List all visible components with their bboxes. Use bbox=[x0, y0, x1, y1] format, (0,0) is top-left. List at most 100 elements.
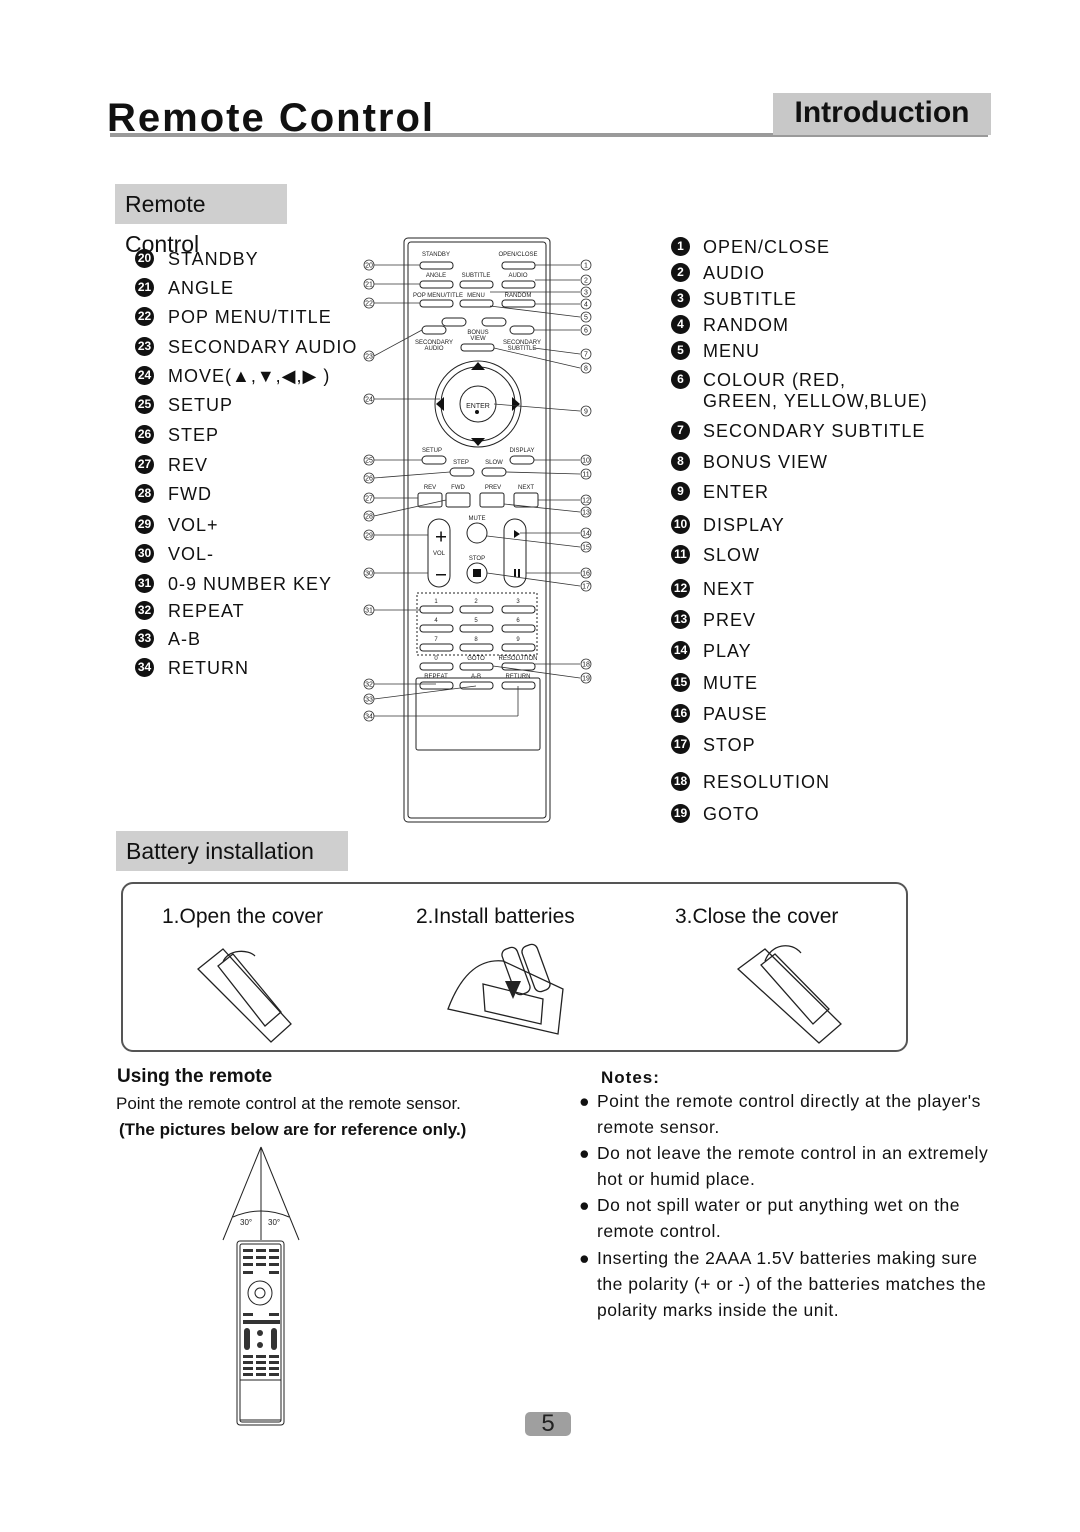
key-label: STEP bbox=[168, 425, 220, 445]
remote-label-rev: REV bbox=[424, 485, 436, 491]
key-label: OPEN/CLOSE bbox=[703, 237, 831, 257]
callout-2: 2 bbox=[584, 278, 588, 285]
key-label: A-B bbox=[168, 629, 202, 649]
key-item: 29 VOL+ bbox=[135, 515, 219, 536]
key-item: 7 SECONDARY SUBTITLE bbox=[671, 421, 925, 442]
remote-control-heading: Remote Control bbox=[115, 184, 287, 257]
key-label: VOL+ bbox=[168, 515, 219, 535]
remote-label-pop-menu: POP MENU/TITLE bbox=[413, 293, 463, 299]
callout-31: 31 bbox=[365, 608, 373, 615]
key-label: POP MENU/TITLE bbox=[168, 307, 332, 327]
note-text: Inserting the 2AAA 1.5V batteries making… bbox=[597, 1248, 987, 1320]
remote-angle-illustration: 30° 30° bbox=[222, 1146, 300, 1426]
remote-label-return: RETURN bbox=[506, 674, 531, 680]
key-label: PLAY bbox=[703, 641, 752, 661]
remote-label-ab: A-B bbox=[471, 674, 481, 680]
volume-rocker bbox=[427, 518, 451, 588]
remote-digit-1: 1 bbox=[434, 599, 438, 605]
callout-number: 29 bbox=[135, 515, 154, 534]
callout-number: 8 bbox=[671, 452, 690, 471]
remote-label-bonus: BONUS bbox=[467, 330, 488, 336]
key-label: DISPLAY bbox=[703, 515, 785, 535]
reference-note: (The pictures below are for reference on… bbox=[119, 1120, 467, 1139]
battery-step-2: 2.Install batteries bbox=[416, 905, 575, 928]
key-label: NEXT bbox=[703, 579, 756, 599]
key-label: RANDOM bbox=[703, 315, 789, 335]
remote-label-standby: STANDBY bbox=[422, 252, 450, 258]
remote-label-enter: ENTER bbox=[466, 403, 490, 410]
callout-11: 11 bbox=[582, 472, 589, 479]
battery-steps-panel: 1.Open the cover 2.Install batteries 3.C… bbox=[121, 882, 908, 1052]
remote-label-view: VIEW bbox=[470, 336, 486, 342]
remote-control-diagram: STANDBY OPEN/CLOSE ANGLE SUBTITLE AUDIO … bbox=[363, 237, 592, 823]
remote-digit-0: 0 bbox=[434, 656, 438, 662]
key-label: STANDBY bbox=[168, 249, 259, 269]
callout-21: 21 bbox=[365, 282, 373, 289]
using-remote-text: Point the remote control at the remote s… bbox=[116, 1094, 461, 1113]
callout-number: 13 bbox=[671, 610, 690, 629]
callout-10: 10 bbox=[582, 458, 590, 465]
callout-9: 9 bbox=[584, 409, 588, 416]
note-item: ●Point the remote control directly at th… bbox=[579, 1088, 999, 1140]
callout-32: 32 bbox=[365, 682, 373, 689]
callout-5: 5 bbox=[584, 315, 588, 322]
callout-17: 17 bbox=[582, 584, 590, 591]
callout-18: 18 bbox=[582, 662, 590, 669]
key-label: ANGLE bbox=[168, 278, 235, 298]
remote-label-secondary-audio-2: AUDIO bbox=[424, 346, 443, 352]
callout-6: 6 bbox=[584, 328, 588, 335]
callout-24: 24 bbox=[365, 397, 373, 404]
notes-title: Notes: bbox=[601, 1068, 660, 1087]
key-item: 10 DISPLAY bbox=[671, 515, 785, 536]
callout-number: 28 bbox=[135, 484, 154, 503]
key-label: ENTER bbox=[703, 482, 770, 502]
callout-number: 32 bbox=[135, 601, 154, 620]
open-cover-illustration bbox=[197, 948, 292, 1043]
callout-number: 17 bbox=[671, 735, 690, 754]
battery-heading: Battery installation bbox=[116, 831, 348, 871]
bullet-icon: ● bbox=[579, 1195, 591, 1215]
remote-label-goto: GOTO bbox=[467, 656, 485, 662]
remote-body-inner bbox=[407, 241, 547, 819]
key-label: 0-9 NUMBER KEY bbox=[168, 574, 333, 594]
remote-digit-5: 5 bbox=[474, 618, 478, 624]
remote-label-subtitle: SUBTITLE bbox=[462, 273, 491, 279]
key-label: SECONDARY SUBTITLE bbox=[703, 421, 926, 441]
callout-3: 3 bbox=[584, 290, 588, 297]
remote-digit-6: 6 bbox=[516, 618, 520, 624]
callout-number: 6 bbox=[671, 370, 690, 389]
callout-number: 10 bbox=[671, 515, 690, 534]
callout-number: 33 bbox=[135, 629, 154, 648]
close-cover-illustration bbox=[736, 945, 842, 1044]
callout-number: 14 bbox=[671, 641, 690, 660]
remote-label-random: RANDOM bbox=[505, 293, 532, 299]
remote-body bbox=[403, 237, 551, 823]
callout-33: 33 bbox=[365, 697, 373, 704]
callout-16: 16 bbox=[582, 571, 590, 578]
remote-label-stop: STOP bbox=[469, 556, 485, 562]
bullet-icon: ● bbox=[579, 1248, 591, 1268]
key-label: SETUP bbox=[168, 395, 234, 415]
callout-number: 25 bbox=[135, 395, 154, 414]
note-item: ●Do not spill water or put anything wet … bbox=[579, 1192, 999, 1244]
callout-number: 7 bbox=[671, 421, 690, 440]
callout-4: 4 bbox=[584, 302, 588, 309]
